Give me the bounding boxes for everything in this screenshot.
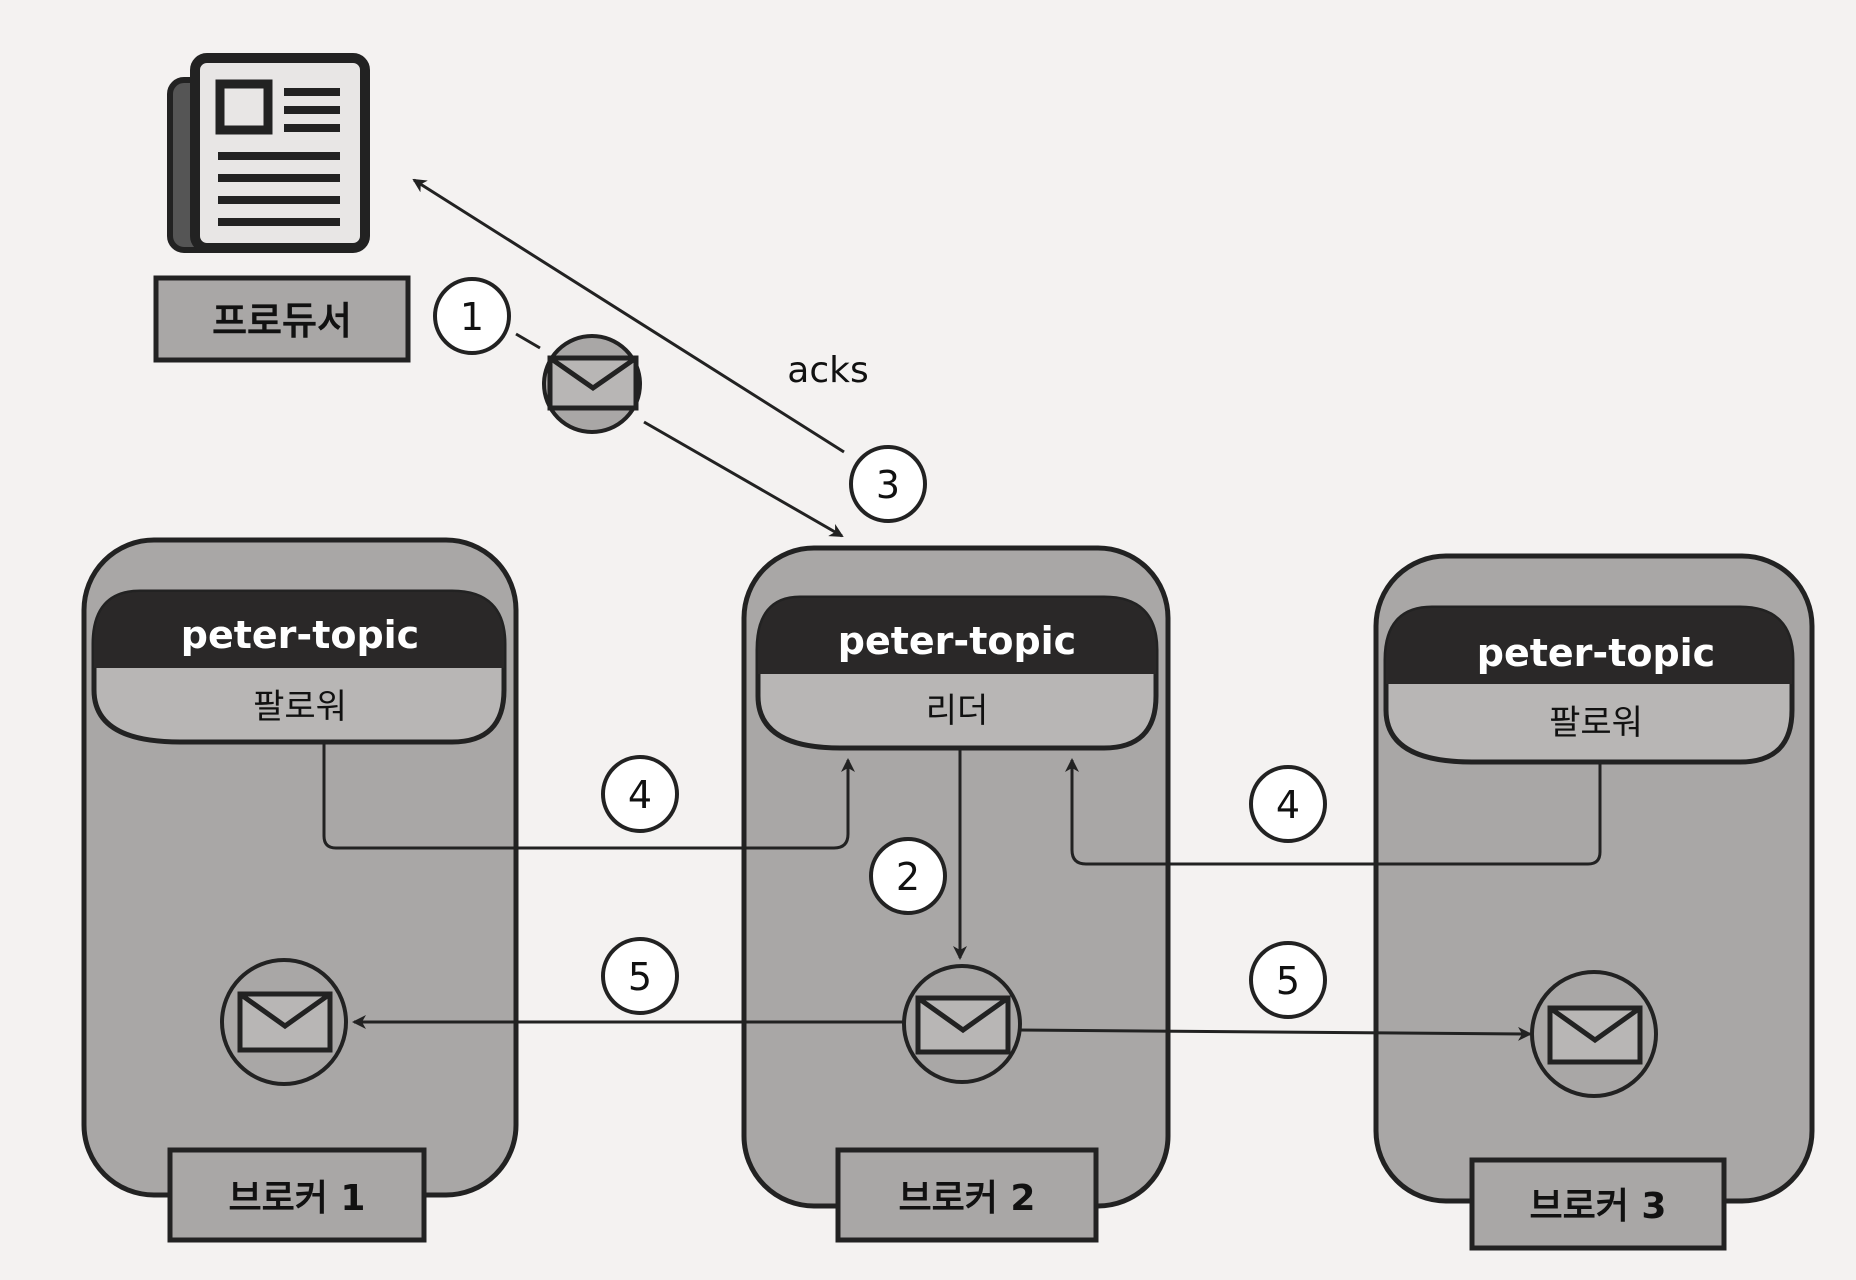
broker-name: 브로커 3 bbox=[1530, 1186, 1667, 1227]
broker-name: 브로커 1 bbox=[229, 1178, 366, 1219]
partition-broker-3: peter-topic 팔로워 bbox=[1383, 605, 1795, 765]
step-number: 4 bbox=[1276, 783, 1300, 827]
produce-arrow-start bbox=[515, 332, 541, 350]
step-number: 5 bbox=[628, 955, 652, 999]
step-number: 2 bbox=[896, 855, 920, 899]
envelope-icon bbox=[547, 355, 639, 411]
broker-1: peter-topic 팔로워 브로커 1 bbox=[81, 537, 519, 1243]
step-number: 1 bbox=[460, 295, 484, 339]
step-4-broker-1: 4 bbox=[601, 755, 679, 833]
partition-role: 리더 bbox=[926, 691, 989, 731]
envelope-icon bbox=[237, 991, 333, 1053]
step-number: 5 bbox=[1276, 959, 1300, 1003]
step-5-broker-3: 5 bbox=[1249, 941, 1327, 1019]
fetch-arrow-broker-1 bbox=[322, 742, 855, 850]
message-broker-1 bbox=[220, 958, 348, 1086]
producer-label-box: 프로듀서 bbox=[153, 275, 411, 363]
step-number: 3 bbox=[876, 463, 900, 507]
message-broker-3 bbox=[1530, 970, 1658, 1098]
broker-name: 브로커 2 bbox=[899, 1178, 1036, 1219]
newspaper-icon bbox=[167, 53, 370, 253]
replicate-arrow-broker-3 bbox=[1017, 1026, 1532, 1041]
step-3: 3 bbox=[849, 445, 927, 523]
message-broker-2 bbox=[902, 964, 1022, 1084]
step-4-broker-3: 4 bbox=[1249, 765, 1327, 843]
fetch-arrow-broker-3 bbox=[1065, 758, 1602, 866]
broker-1-name-box: 브로커 1 bbox=[167, 1147, 427, 1243]
partition-role: 팔로워 bbox=[253, 687, 347, 727]
topic-name: peter-topic bbox=[181, 613, 419, 657]
message-in-transit bbox=[542, 334, 642, 434]
acks-arrow bbox=[412, 178, 845, 454]
broker-3-name-box: 브로커 3 bbox=[1469, 1157, 1727, 1251]
step-number: 4 bbox=[628, 773, 652, 817]
partition-broker-1: peter-topic 팔로워 bbox=[91, 589, 507, 745]
broker-3: peter-topic 팔로워 브로커 3 bbox=[1373, 553, 1815, 1251]
step-1: 1 bbox=[433, 277, 511, 355]
partition-role: 팔로워 bbox=[1549, 703, 1643, 743]
step-2: 2 bbox=[869, 837, 947, 915]
topic-name: peter-topic bbox=[838, 619, 1076, 663]
acks-label: acks bbox=[787, 350, 868, 391]
envelope-icon bbox=[1547, 1005, 1643, 1065]
produce-arrow bbox=[643, 420, 844, 538]
broker-2-name-box: 브로커 2 bbox=[835, 1147, 1099, 1243]
producer-label: 프로듀서 bbox=[212, 299, 352, 343]
topic-name: peter-topic bbox=[1477, 631, 1715, 675]
step-5-broker-1: 5 bbox=[601, 937, 679, 1015]
broker-2: peter-topic 리더 브로커 2 bbox=[741, 545, 1171, 1243]
partition-broker-2: peter-topic 리더 bbox=[755, 595, 1159, 751]
envelope-icon bbox=[915, 995, 1011, 1055]
